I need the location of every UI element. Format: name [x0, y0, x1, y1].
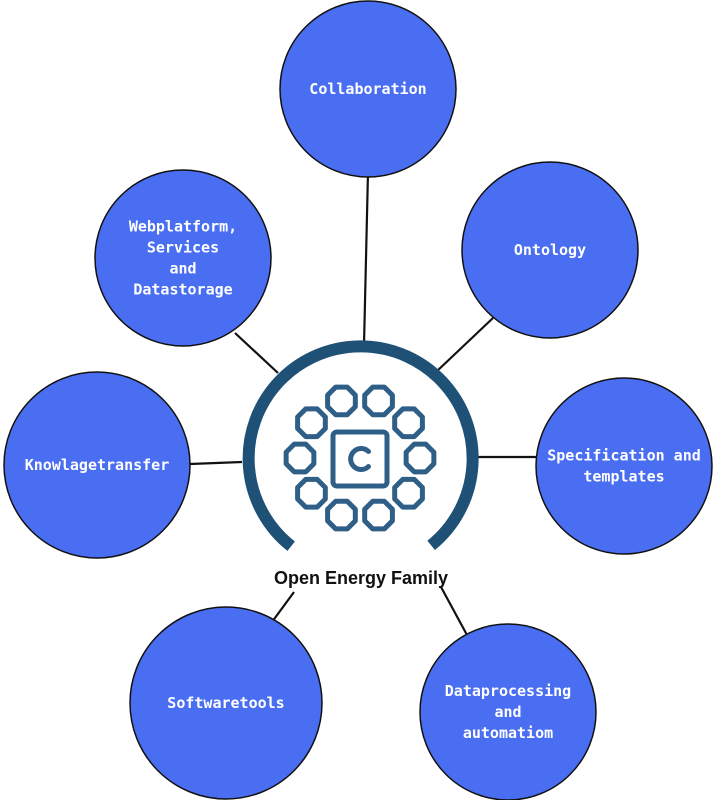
logo-octagon-5	[362, 498, 395, 532]
node-circle-specification	[535, 377, 713, 555]
logo-power-arc-icon	[348, 446, 371, 472]
node-knowlagetransfer: Knowlagetransfer	[3, 371, 191, 559]
connector-softwaretools	[271, 591, 295, 623]
node-specification: Specification and templates	[535, 377, 713, 555]
logo-octagon-6	[325, 498, 358, 532]
logo-octagon-9	[295, 406, 328, 440]
node-label-softwaretools-0: Softwaretools	[167, 694, 284, 712]
node-label-ontology-0: Ontology	[514, 241, 586, 259]
logo-octagon-7	[295, 476, 328, 510]
node-circle-collaboration	[279, 0, 457, 178]
node-label-webplatform-2: and	[169, 260, 196, 278]
connector-ontology	[435, 317, 494, 373]
logo-octagon-3	[403, 441, 437, 475]
node-label-dataprocessing-0: Dataprocessing	[445, 682, 571, 700]
node-circle-dataprocessing	[419, 623, 597, 800]
node-label-knowlagetransfer-0: Knowlagetransfer	[25, 456, 170, 474]
connector-webplatform	[234, 332, 279, 374]
logo-ring	[242, 340, 479, 551]
node-label-webplatform-0: Webplatform,	[129, 218, 237, 236]
node-circle-softwaretools	[129, 606, 323, 800]
center-title: Open Energy Family	[274, 568, 448, 588]
node-label-webplatform-3: Datastorage	[133, 281, 232, 299]
connector-lines	[189, 171, 542, 636]
node-ontology: Ontology	[461, 161, 639, 339]
node-softwaretools: Softwaretools	[129, 606, 323, 800]
node-circle-ontology	[461, 161, 639, 339]
node-label-specification-0: Specification and	[547, 447, 701, 465]
connector-knowlagetransfer	[189, 460, 243, 466]
node-label-dataprocessing-2: automatiom	[463, 724, 553, 742]
node-dataprocessing: Dataprocessing and automatiom	[419, 623, 597, 800]
hexagon-cluster-icon	[283, 384, 437, 532]
open-energy-family-logo	[242, 340, 479, 551]
logo-octagon-0	[325, 384, 358, 418]
node-label-collaboration-0: Collaboration	[309, 80, 426, 98]
logo-octagon-8	[283, 441, 317, 475]
node-label-dataprocessing-1: and	[494, 703, 521, 721]
node-label-specification-1: templates	[583, 468, 664, 486]
node-circle-webplatform	[94, 169, 272, 347]
logo-octagon-1	[362, 384, 395, 418]
connector-collaboration	[362, 171, 370, 346]
logo-octagon-4	[392, 476, 425, 510]
logo-core-square	[330, 429, 390, 489]
node-label-webplatform-1: Services	[147, 239, 219, 257]
node-collaboration: Collaboration	[279, 0, 457, 178]
logo-octagon-2	[392, 406, 425, 440]
connector-dataprocessing	[440, 586, 468, 636]
node-circle-knowlagetransfer	[3, 371, 191, 559]
